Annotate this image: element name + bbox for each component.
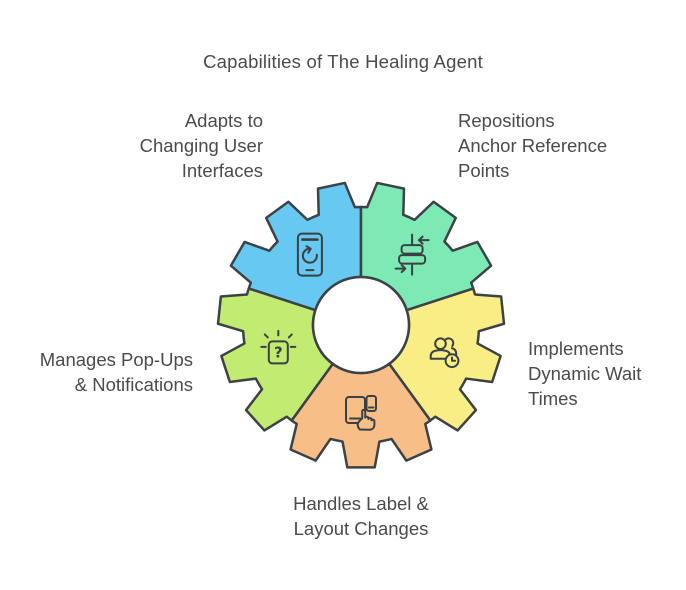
label-repositions-anchor-reference-points: Repositions Anchor Reference Points: [458, 110, 608, 181]
reposition-arrows-icon: [394, 233, 430, 276]
users-clock-icon: [429, 337, 460, 369]
devices-touch-icon: [345, 395, 377, 431]
gear-center-circle: [311, 275, 411, 375]
phone-refresh-icon: [296, 232, 323, 277]
popup-question-icon: ?: [260, 329, 297, 365]
label-implements-dynamic-wait-times: Implements Dynamic Wait Times: [528, 338, 642, 409]
diagram-title: Capabilities of The Healing Agent: [203, 51, 483, 72]
label-adapts-to-changing-user-interfaces: Adapts to Changing User Interfaces: [139, 110, 263, 181]
label-handles-label-layout-changes: Handles Label & Layout Changes: [293, 493, 429, 539]
label-manages-popups-notifications: Manages Pop-Ups & Notifications: [39, 349, 193, 395]
svg-text:?: ?: [274, 343, 283, 361]
